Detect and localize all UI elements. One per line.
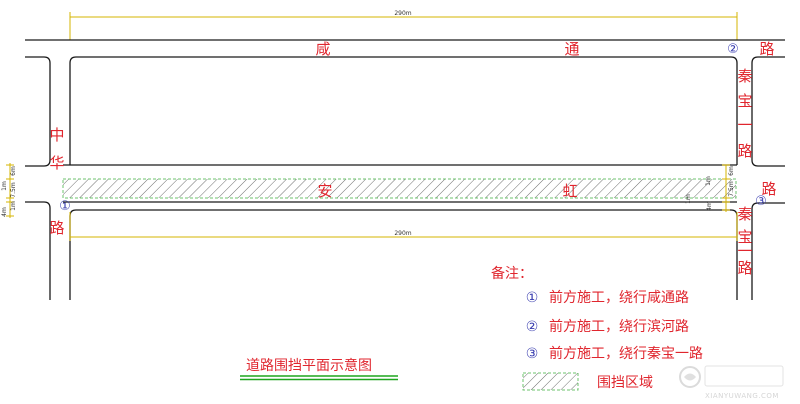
legend-item-text: 前方施工，绕行秦宝一路 xyxy=(549,345,703,362)
anhong-road-label: 安 虹 路 ① ③ xyxy=(59,180,776,214)
road-char: 虹 xyxy=(562,182,577,200)
legend-item-marker: ② xyxy=(526,319,539,335)
left-dimension-label: 4m xyxy=(1,207,8,217)
left-dimension-label: 1m xyxy=(1,181,8,191)
left-upper-block-outline xyxy=(25,56,51,167)
bottom-dimension: 290m xyxy=(69,212,738,241)
road-char: 秦 xyxy=(737,205,752,223)
road-char: 一 xyxy=(737,242,752,260)
road-char: 宝 xyxy=(737,228,752,246)
left-lower-block-outline xyxy=(25,201,51,300)
bottom-dimension-label: 290m xyxy=(394,230,411,237)
road-char: 宝 xyxy=(737,92,752,110)
legend-item-marker: ① xyxy=(526,290,539,306)
road-char: 一 xyxy=(737,116,752,134)
watermark-url: XIANYUWANG.COM xyxy=(705,392,779,400)
road-char: 安 xyxy=(317,182,332,200)
road-char: 路 xyxy=(49,219,64,237)
road-char: 通 xyxy=(564,40,579,58)
top-dimension: 290m xyxy=(69,10,738,40)
qinbao-road-label-lower: 秦 宝 一 路 xyxy=(737,205,752,277)
right-dimension-label: 6m xyxy=(728,166,735,176)
qinbao-road-label-upper: 秦 宝 一 路 xyxy=(737,67,752,160)
barrier-hatched-area xyxy=(62,178,737,199)
left-width-dimensions: 6m 1m 7.5m 1m 4m xyxy=(1,163,17,218)
right-dimension-label: 4m xyxy=(706,201,713,211)
page-title: 道路围挡平面示意图 xyxy=(246,357,372,374)
legend-item-marker: ③ xyxy=(526,346,539,362)
detour-marker-1: ① xyxy=(59,199,71,214)
road-char: 中 xyxy=(49,126,64,144)
road-char: 路 xyxy=(761,180,776,198)
top-block-outline xyxy=(69,56,738,165)
bottom-block-outline xyxy=(69,209,738,300)
detour-marker-3: ③ xyxy=(755,194,767,209)
legend-hatch-label: 围挡区域 xyxy=(597,375,653,391)
road-char: 路 xyxy=(759,40,774,58)
watermark-logo-frame xyxy=(704,365,784,387)
right-upper-block-outline xyxy=(751,56,785,167)
road-char: 秦 xyxy=(737,67,752,85)
watermark: XIANYUWANG.COM xyxy=(679,365,784,400)
right-dimension-label: 7.5m xyxy=(728,181,735,197)
road-char: 华 xyxy=(49,154,64,172)
legend-heading: 备注： xyxy=(491,265,533,282)
road-char: 路 xyxy=(737,142,752,160)
zhonghua-road-label: 中 华 路 xyxy=(49,126,64,237)
legend-hatch-swatch xyxy=(522,372,579,391)
xiantong-road-label: 咸 通 ② 路 xyxy=(315,40,774,58)
left-dimension-label: 6m xyxy=(10,166,17,176)
watermark-logo-icon xyxy=(679,366,701,388)
left-dimension-label: 7.5m xyxy=(10,182,17,198)
detour-marker-2: ② xyxy=(727,42,739,57)
right-lower-block-outline xyxy=(751,202,785,300)
legend-item-text: 前方施工，绕行咸通路 xyxy=(549,289,689,306)
watermark-fish-icon xyxy=(684,373,696,381)
road-char: 咸 xyxy=(315,40,330,58)
diagram-title: 道路围挡平面示意图 xyxy=(240,357,398,381)
right-dimension-label: 1m xyxy=(705,176,712,186)
legend-item-text: 前方施工，绕行滨河路 xyxy=(549,318,689,335)
left-dimension-label: 1m xyxy=(10,201,17,211)
right-width-dimensions: 6m 1m 7.5m 1m 4m xyxy=(685,164,735,212)
road-char: 路 xyxy=(737,259,752,277)
top-dimension-label: 290m xyxy=(394,10,411,17)
legend: 备注： ① 前方施工，绕行咸通路 ② 前方施工，绕行滨河路 ③ 前方施工，绕行秦… xyxy=(491,265,703,391)
right-dimension-label: 1m xyxy=(685,194,692,204)
